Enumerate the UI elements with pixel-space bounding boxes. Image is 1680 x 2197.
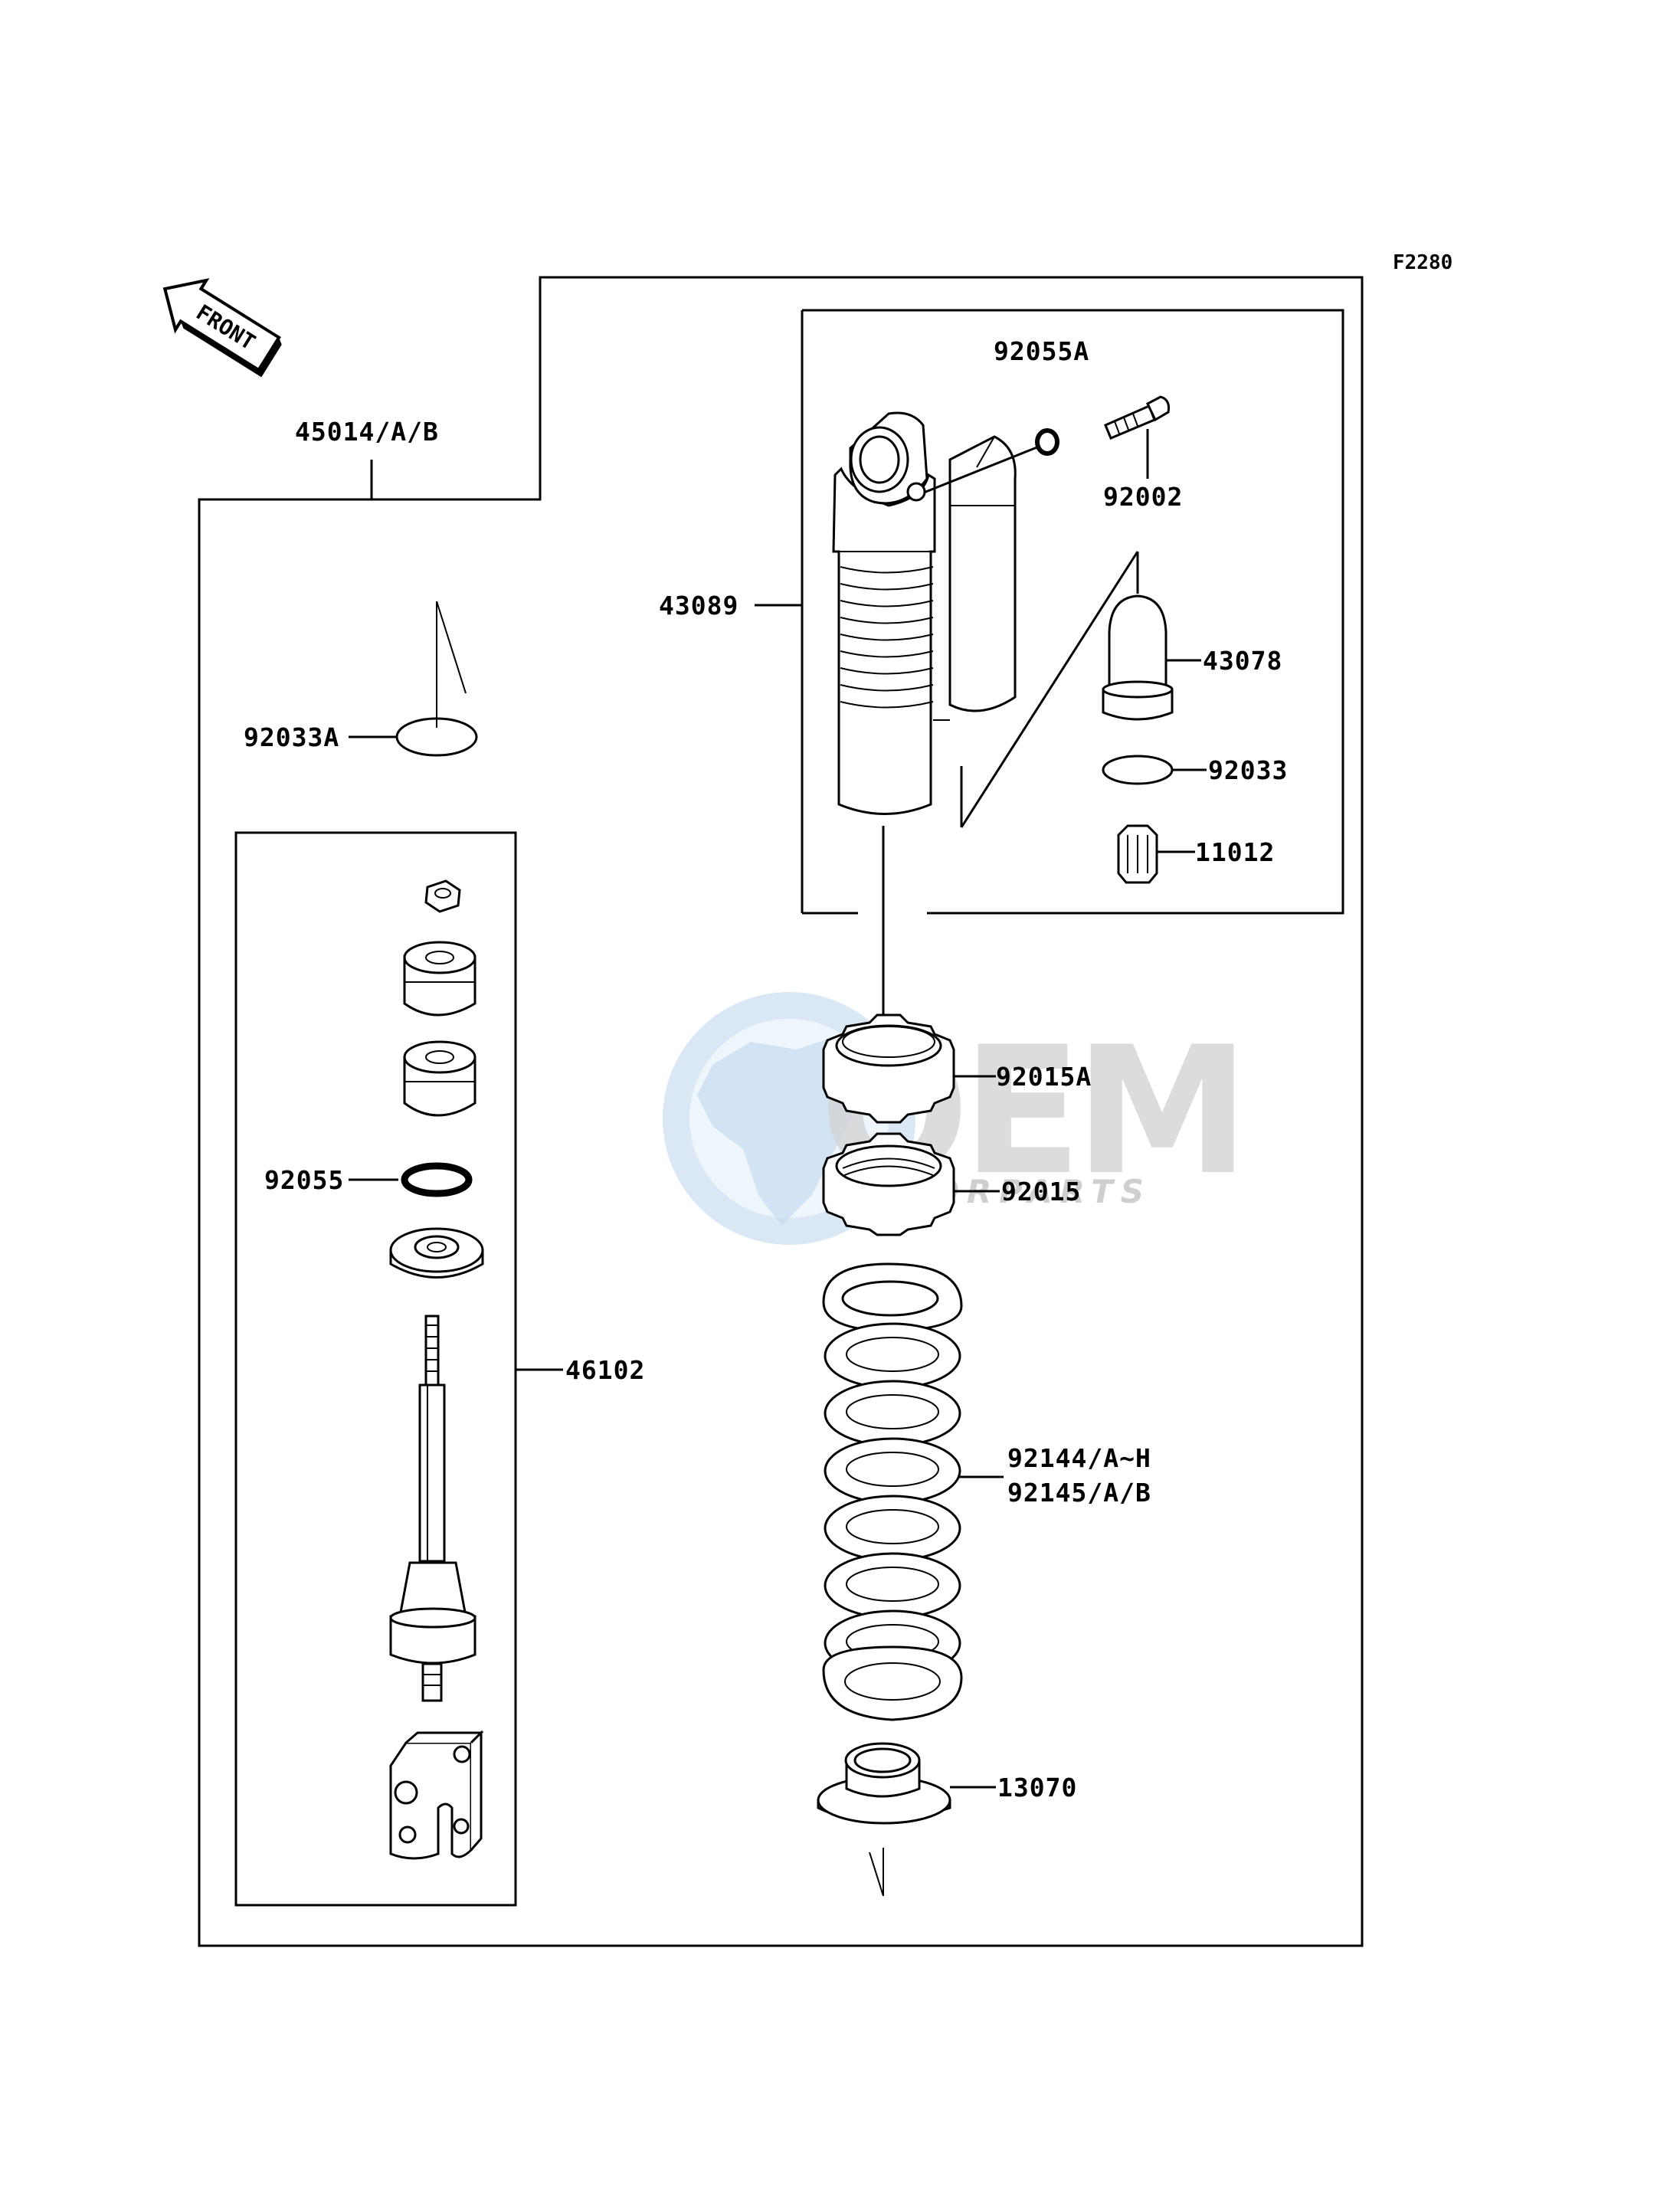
- bladder-cap-icon: [1102, 594, 1174, 721]
- o-ring-icon: [401, 1162, 473, 1197]
- label-46102: 46102: [565, 1355, 645, 1385]
- bleeder-screw-icon: [1104, 395, 1170, 440]
- label-43078: 43078: [1203, 646, 1282, 676]
- lock-nut-icon: [822, 1013, 955, 1124]
- clevis-icon: [389, 1730, 484, 1860]
- subassembly-box-43089: [802, 309, 1344, 915]
- label-43089: 43089: [659, 591, 738, 620]
- spring-guide-icon: [817, 1742, 951, 1825]
- front-arrow-icon: FRONT: [162, 278, 282, 378]
- label-11012: 11012: [1195, 837, 1275, 867]
- label-92055: 92055: [264, 1165, 344, 1195]
- valve-core-icon: [1117, 824, 1158, 884]
- circlip-small-icon: [1102, 755, 1174, 785]
- o-ring-small-icon: [1035, 428, 1059, 456]
- label-92033: 92033: [1208, 755, 1288, 785]
- label-92015: 92015: [1001, 1177, 1081, 1207]
- coil-spring-icon: [822, 1262, 963, 1721]
- label-92002: 92002: [1103, 482, 1183, 512]
- adjuster-nut-icon: [424, 879, 461, 913]
- label-92145: 92145/A/B: [1007, 1478, 1151, 1508]
- bushing-upper-icon: [403, 941, 476, 1017]
- washer-seat-icon: [389, 1227, 484, 1279]
- bushing-lower-icon: [403, 1040, 476, 1117]
- shock-body-icon: [832, 411, 1017, 815]
- label-92144: 92144/A~H: [1007, 1443, 1151, 1473]
- label-13070: 13070: [997, 1773, 1077, 1802]
- damper-rod-icon: [389, 1315, 476, 1702]
- label-92055A: 92055A: [994, 336, 1089, 366]
- figure-code: F2280: [1393, 251, 1452, 274]
- adjuster-nut-ring-icon: [822, 1132, 955, 1236]
- label-92015A: 92015A: [996, 1062, 1092, 1092]
- assembly-frame: [198, 276, 1364, 1947]
- label-92033A: 92033A: [244, 722, 339, 752]
- label-45014: 45014/A/B: [295, 417, 439, 447]
